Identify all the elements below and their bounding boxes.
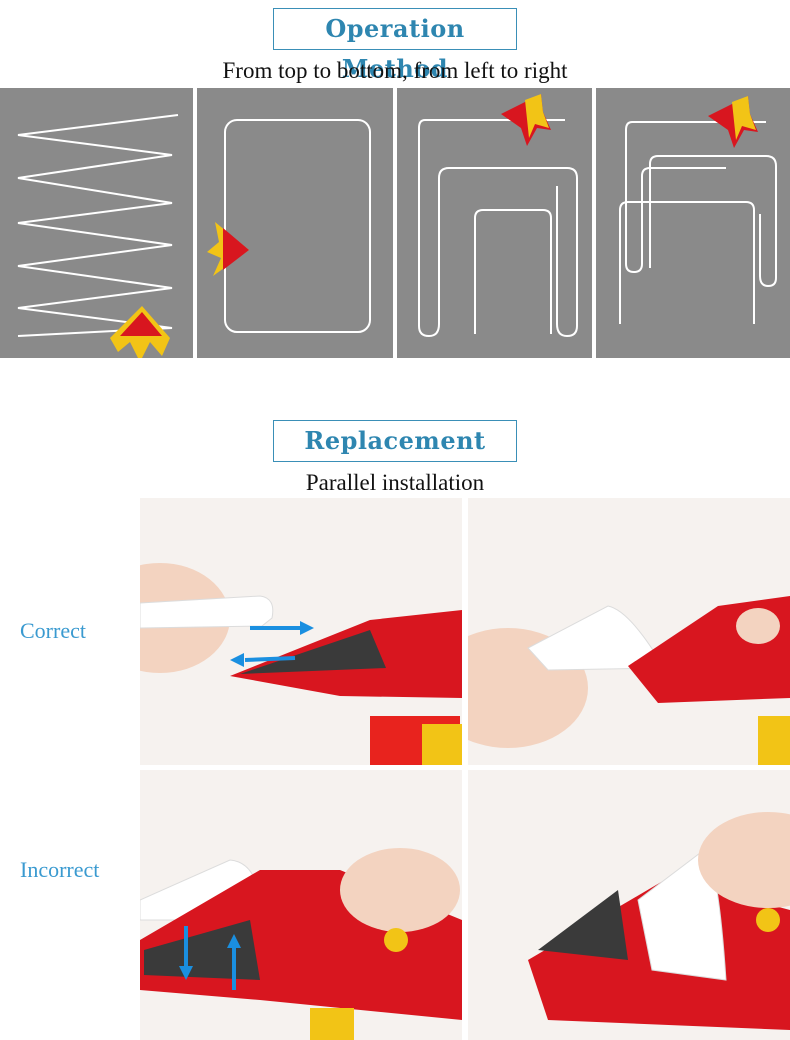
hand-shape: [698, 812, 790, 908]
method-panel-nested-u: [397, 88, 592, 358]
arrow-left-icon: [230, 653, 296, 667]
rectangle-path-diagram: [207, 119, 371, 333]
arrow-right-icon: [250, 621, 314, 635]
method-panel-rectangle: [197, 88, 393, 358]
finger-shape: [736, 608, 780, 644]
felt-pad: [140, 595, 274, 629]
incorrect-step1-illustration: [140, 848, 462, 1040]
tool-icon: [501, 94, 551, 146]
overlapping-path-diagram: [619, 96, 777, 324]
method-panel-overlapping: [596, 88, 790, 358]
method-panel-zigzag: [0, 88, 193, 358]
correct-photo-2: [468, 498, 790, 765]
tool-grip: [310, 1008, 354, 1040]
replacement-title: Replacement: [273, 420, 517, 462]
nested-u-path-diagram: [418, 94, 578, 338]
correct-photo-1: [140, 498, 462, 765]
tool-icon: [110, 306, 170, 358]
correct-step1-illustration: [140, 563, 462, 765]
tool-grip: [422, 724, 462, 765]
arrow-down-icon: [179, 926, 193, 980]
incorrect-photo-1: [140, 770, 462, 1040]
tool-icon: [207, 222, 249, 276]
incorrect-label: Incorrect: [20, 857, 100, 882]
replacement-subtitle: Parallel installation: [305, 470, 485, 495]
tool-icon: [708, 96, 758, 148]
velcro-strip: [538, 890, 628, 960]
incorrect-step2-illustration: [528, 812, 790, 1030]
zigzag-path-diagram: [17, 114, 179, 358]
correct-step2-illustration: [468, 596, 790, 765]
tool-button: [384, 928, 408, 952]
velcro-strip: [240, 630, 386, 674]
arrow-up-icon: [227, 934, 241, 990]
operation-method-title: Operation Method: [273, 8, 517, 83]
velcro-strip: [144, 920, 260, 980]
operation-method-subtitle: From top to bottom, from left to right: [222, 58, 568, 83]
tool-button: [756, 908, 780, 932]
incorrect-photo-2: [468, 770, 790, 1040]
tool-grip: [758, 716, 790, 765]
correct-label: Correct: [20, 618, 86, 643]
hand-shape: [340, 848, 460, 932]
